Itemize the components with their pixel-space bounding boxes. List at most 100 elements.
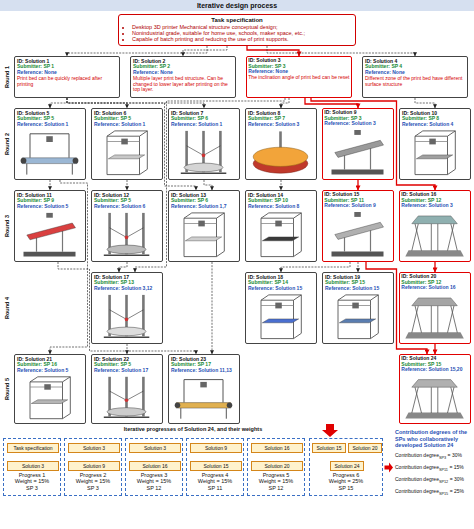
text-group: ID: Solution 24Submitter: SP 15Reference… — [401, 356, 468, 373]
step-label: Solution 24 — [334, 464, 359, 469]
progress-step-box: Solution 3 — [7, 461, 59, 471]
solution-card: ID: Solution 21Submitter: SP 16Reference… — [14, 354, 86, 424]
illustration-part — [107, 245, 146, 254]
illustration-part — [30, 134, 69, 158]
reference: Reference: Solution 11,13 — [171, 368, 237, 374]
solution-card: ID: Solution 3Submitter: SP 3Reference: … — [246, 56, 352, 98]
illustration-part — [198, 221, 205, 227]
printer-illustration — [325, 293, 390, 341]
flow-arrow — [322, 424, 338, 437]
reference-arrow — [58, 262, 196, 354]
text-group: ID: Solution 20Submitter: SP 12Reference… — [401, 274, 468, 291]
illustration-part — [448, 131, 456, 175]
illustration-part — [339, 319, 375, 323]
printer-illustration — [402, 374, 467, 421]
illustration-part — [176, 403, 231, 409]
progress-text: Weight = 15% — [187, 478, 243, 484]
step-label: Solution 16 — [142, 464, 167, 469]
progress-panel: Solution 9Solution 15Progress 4Weight = … — [186, 438, 244, 496]
reference-arrow — [212, 262, 213, 354]
reference-arrow — [415, 98, 435, 108]
progress-text: SP 3 — [65, 485, 121, 491]
progress-text: Progress 6 — [310, 472, 382, 478]
text-group: ID: Solution 15Submitter: SP 11Reference… — [324, 192, 391, 209]
contribution-line: Contribution degreeSP3= 30% — [395, 452, 471, 461]
printer-illustration — [94, 211, 159, 259]
solution-description: Multiple layer print bed structure. Can … — [133, 76, 233, 93]
reference: Reference: Solution 1,7 — [171, 204, 237, 210]
illustration-part — [412, 380, 458, 388]
illustration-part — [431, 224, 432, 251]
text-group: ID: Solution 4Submitter: SP 4Reference: … — [365, 59, 465, 88]
solution-card: ID: Solution 23Submitter: SP 17Reference… — [168, 354, 240, 424]
solution-card: ID: Solution 24Submitter: SP 15Reference… — [399, 354, 471, 424]
illustration-part — [429, 139, 436, 145]
illustration-part — [412, 224, 419, 251]
section-heading: Iterative progresses of Solution 24, and… — [3, 426, 383, 433]
text-group: Progress 5Weight = 15%SP 12 — [248, 472, 304, 491]
illustration-part — [73, 158, 79, 164]
text-group: ID: Solution 9Submitter: SP 3Reference: … — [324, 110, 391, 127]
progress-text: Progress 5 — [248, 472, 304, 478]
illustration-part — [371, 295, 379, 339]
illustration-part — [412, 298, 458, 306]
text-group: ID: Solution 1Submitter: SP 1Reference: … — [17, 59, 117, 88]
illustration-part — [332, 170, 384, 175]
contribution-value: = 25% — [450, 488, 464, 494]
illustration-part — [125, 318, 129, 322]
illustration-part — [175, 403, 181, 409]
contribution-value: = 15% — [449, 464, 463, 470]
reference: Reference: Solution 4 — [402, 122, 468, 128]
illustration-part — [262, 237, 298, 241]
solution-card: ID: Solution 18Submitter: SP 14Reference… — [245, 272, 317, 344]
illustration-part — [415, 224, 422, 251]
solution-card: ID: Solution 4Submitter: SP 4Reference: … — [362, 56, 468, 98]
sp-subscript: SP3 — [439, 456, 446, 460]
reference-arrow — [127, 180, 128, 190]
step-label: Solution 15 — [316, 446, 341, 451]
progress-text: SP 3 — [4, 485, 60, 491]
printer-illustration — [94, 293, 159, 341]
reference: Reference: Solution 9 — [324, 203, 391, 209]
reference: Reference: Solution 6 — [94, 204, 160, 210]
text-group: ID: Solution 22Submitter: SP 5Reference:… — [94, 357, 160, 374]
reference: Reference: Solution 3 — [324, 121, 391, 127]
illustration-part — [46, 213, 53, 218]
text-group: ID: Solution 16Submitter: SP 12Reference… — [401, 192, 468, 209]
illustration-part — [26, 164, 27, 175]
round-label: Round 5 — [4, 378, 10, 400]
step-label: Solution 15 — [203, 464, 228, 469]
illustration-part — [125, 236, 129, 240]
round-label: Round 2 — [4, 133, 10, 155]
reference-arrow — [50, 180, 51, 190]
text-group: ID: Solution 11Submitter: SP 9Reference:… — [17, 193, 83, 210]
illustration-part — [451, 224, 458, 251]
reference: Reference: Solution 8 — [248, 204, 314, 210]
progress-text: Progress 3 — [126, 472, 182, 478]
sp-subscript: SP15 — [439, 492, 448, 496]
text-group: Progress 1Weight = 15%SP 3 — [4, 472, 60, 491]
illustration-part — [200, 382, 207, 388]
illustration-part — [261, 213, 301, 218]
reference: Reference: Solution 1 — [171, 122, 237, 128]
illustration-part — [21, 158, 27, 164]
reference-arrow — [127, 344, 128, 354]
reference: Reference: Solution 3 — [248, 122, 314, 128]
contribution-line: Contribution degreeSP12= 30% — [395, 476, 471, 485]
text-group: ID: Solution 3Submitter: SP 3Reference: … — [248, 58, 349, 81]
task-heading: Task specification — [123, 17, 351, 24]
illustration-part — [104, 417, 150, 419]
solution-card: ID: Solution 16Submitter: SP 12Reference… — [399, 190, 471, 262]
progress-step-box: Solution 9 — [68, 461, 120, 471]
main-path-arrow — [247, 46, 299, 56]
printer-illustration — [171, 129, 236, 177]
text-group: Progress 2Weight = 15%SP 3 — [65, 472, 121, 491]
illustration-part — [180, 408, 181, 419]
reference-arrow — [281, 262, 350, 272]
printer-illustration — [17, 375, 82, 421]
progress-step-box: Solution 24 — [330, 461, 364, 471]
text-group: ID: Solution 18Submitter: SP 14Reference… — [248, 275, 314, 292]
progress-text: Weight = 15% — [248, 478, 304, 484]
panel-heading: Contribution degrees of the SPs who coll… — [395, 429, 471, 449]
text-group: ID: Solution 7Submitter: SP 6Reference: … — [171, 111, 237, 128]
